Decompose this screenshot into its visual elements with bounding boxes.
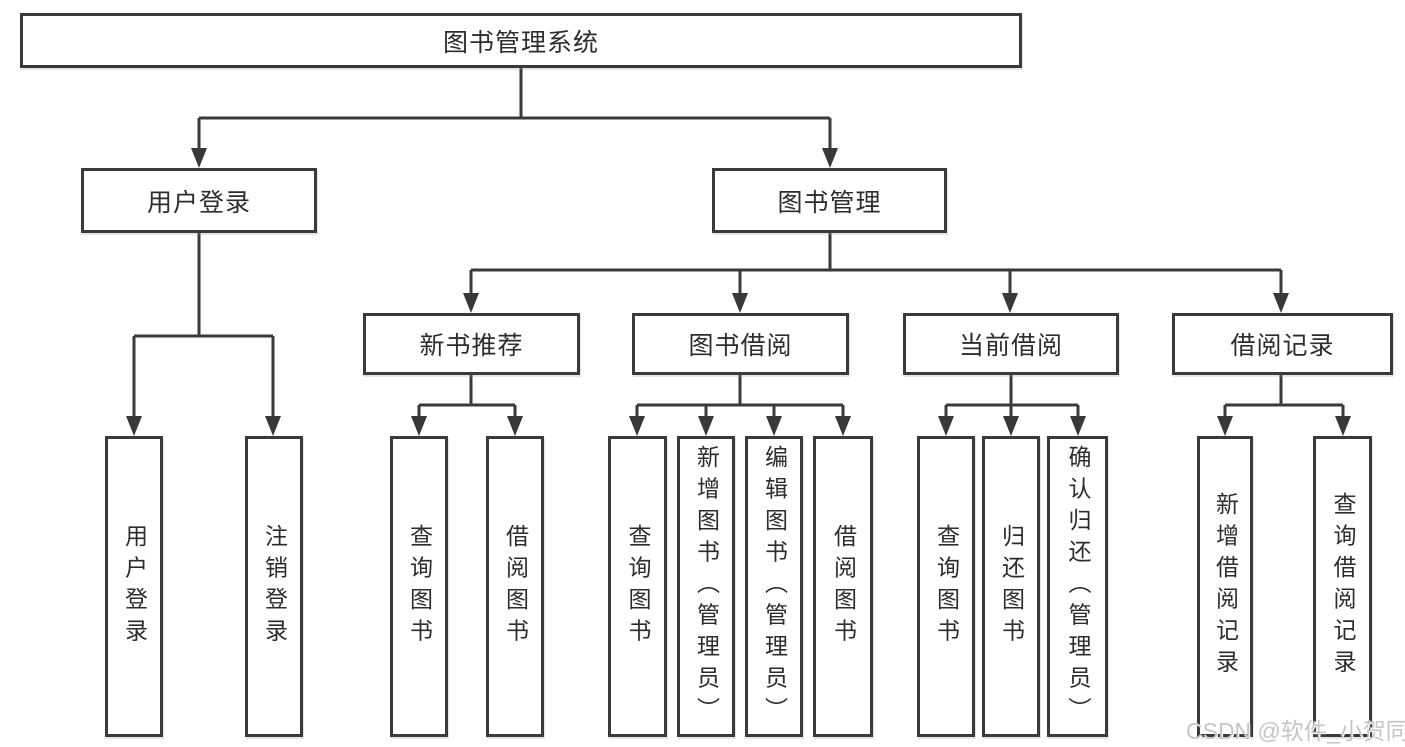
- arrow-down-icon: [463, 293, 479, 313]
- leaf-borrowing-query-books: 查询图书: [608, 436, 667, 737]
- arrow-down-icon: [1217, 416, 1233, 436]
- arrowhead-icons: [126, 148, 1351, 436]
- arrow-down-icon: [126, 416, 142, 436]
- leaf-recommend-query-books: 查询图书: [390, 436, 448, 737]
- leaf-borrowing-edit-books-admin: 编辑图书（管理员）: [745, 436, 803, 737]
- leaf-current-return-books-label: 归还图书: [998, 523, 1025, 650]
- arrow-down-icon: [1335, 416, 1351, 436]
- node-root: 图书管理系统: [20, 13, 1022, 68]
- arrow-down-icon: [191, 148, 207, 168]
- leaf-borrowing-borrow-books-label: 借阅图书: [830, 523, 857, 650]
- arrow-down-icon: [411, 416, 427, 436]
- arrow-down-icon: [1070, 416, 1086, 436]
- node-borrowing-records: 借阅记录: [1172, 313, 1393, 375]
- arrow-down-icon: [265, 416, 281, 436]
- node-new-book-recommend: 新书推荐: [363, 313, 580, 375]
- leaf-records-add-record: 新增借阅记录: [1197, 436, 1253, 737]
- leaf-current-confirm-return-admin-label: 确认归还（管理员）: [1065, 444, 1091, 729]
- node-user-login: 用户登录: [81, 168, 317, 233]
- arrow-down-icon: [1003, 416, 1019, 436]
- arrow-down-icon: [835, 416, 851, 436]
- leaf-records-query-record: 查询借阅记录: [1313, 436, 1372, 737]
- leaf-logout-login: 注销登录: [245, 436, 303, 737]
- arrow-down-icon: [822, 148, 838, 168]
- arrow-down-icon: [629, 416, 645, 436]
- arrow-down-icon: [698, 416, 714, 436]
- arrow-down-icon: [732, 293, 748, 313]
- leaf-logout-login-label: 注销登录: [261, 523, 288, 650]
- leaf-current-query-books: 查询图书: [917, 436, 975, 737]
- arrow-down-icon: [507, 416, 523, 436]
- csdn-watermark: CSDN @软件_小贺同学: [1186, 718, 1405, 744]
- node-book-borrowing: 图书借阅: [632, 313, 849, 375]
- leaf-recommend-query-books-label: 查询图书: [406, 523, 433, 650]
- leaf-user-login-label: 用户登录: [121, 523, 148, 650]
- leaf-current-query-books-label: 查询图书: [933, 523, 960, 650]
- leaf-current-return-books: 归还图书: [982, 436, 1040, 737]
- leaf-borrowing-add-books-admin-label: 新增图书（管理员）: [693, 444, 720, 729]
- leaf-borrowing-add-books-admin: 新增图书（管理员）: [677, 436, 735, 737]
- arrow-down-icon: [1002, 293, 1018, 313]
- leaf-records-query-record-label: 查询借阅记录: [1330, 492, 1356, 681]
- leaf-current-confirm-return-admin: 确认归还（管理员）: [1047, 436, 1108, 737]
- arrow-down-icon: [938, 416, 954, 436]
- leaf-borrowing-edit-books-admin-label: 编辑图书（管理员）: [761, 444, 788, 729]
- leaf-user-login: 用户登录: [105, 436, 163, 737]
- leaf-records-add-record-label: 新增借阅记录: [1212, 492, 1239, 681]
- leaf-borrowing-query-books-label: 查询图书: [625, 523, 651, 650]
- leaf-recommend-borrow-books-label: 借阅图书: [502, 523, 529, 650]
- leaf-recommend-borrow-books: 借阅图书: [486, 436, 544, 737]
- node-current-borrowing: 当前借阅: [903, 313, 1119, 375]
- arrow-down-icon: [1273, 293, 1289, 313]
- arrow-down-icon: [766, 416, 782, 436]
- leaf-borrowing-borrow-books: 借阅图书: [813, 436, 873, 737]
- node-book-management: 图书管理: [712, 168, 947, 233]
